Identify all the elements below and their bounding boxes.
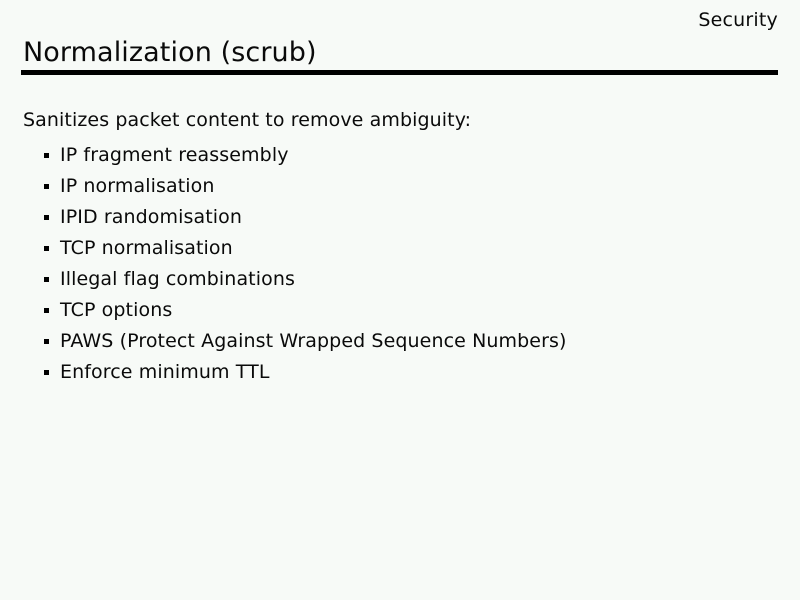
square-bullet-icon bbox=[44, 215, 49, 220]
list-item-label: Enforce minimum TTL bbox=[60, 361, 270, 383]
list-item: IP normalisation bbox=[23, 171, 783, 202]
intro-text: Sanitizes packet content to remove ambig… bbox=[23, 109, 472, 131]
list-item-label: TCP options bbox=[60, 299, 173, 321]
list-item-label: Illegal flag combinations bbox=[60, 268, 295, 290]
square-bullet-icon bbox=[44, 184, 49, 189]
list-item: PAWS (Protect Against Wrapped Sequence N… bbox=[23, 326, 783, 357]
list-item-label: TCP normalisation bbox=[60, 237, 233, 259]
square-bullet-icon bbox=[44, 308, 49, 313]
square-bullet-icon bbox=[44, 339, 49, 344]
list-item: IP fragment reassembly bbox=[23, 140, 783, 171]
square-bullet-icon bbox=[44, 153, 49, 158]
list-item-label: PAWS (Protect Against Wrapped Sequence N… bbox=[60, 330, 567, 352]
page-title: Normalization (scrub) bbox=[23, 37, 317, 68]
title-divider bbox=[21, 70, 778, 75]
list-item: TCP options bbox=[23, 295, 783, 326]
slide-header-label: Security bbox=[698, 9, 778, 31]
list-item: IPID randomisation bbox=[23, 202, 783, 233]
slide-body: Sanitizes packet content to remove ambig… bbox=[23, 108, 783, 388]
list-item: Enforce minimum TTL bbox=[23, 357, 783, 388]
square-bullet-icon bbox=[44, 370, 49, 375]
list-item-label: IP normalisation bbox=[60, 175, 215, 197]
list-item: TCP normalisation bbox=[23, 233, 783, 264]
square-bullet-icon bbox=[44, 277, 49, 282]
square-bullet-icon bbox=[44, 246, 49, 251]
list-item-label: IPID randomisation bbox=[60, 206, 243, 228]
list-item: Illegal flag combinations bbox=[23, 264, 783, 295]
list-item-label: IP fragment reassembly bbox=[60, 144, 289, 166]
bullet-list: IP fragment reassembly IP normalisation … bbox=[23, 140, 783, 388]
